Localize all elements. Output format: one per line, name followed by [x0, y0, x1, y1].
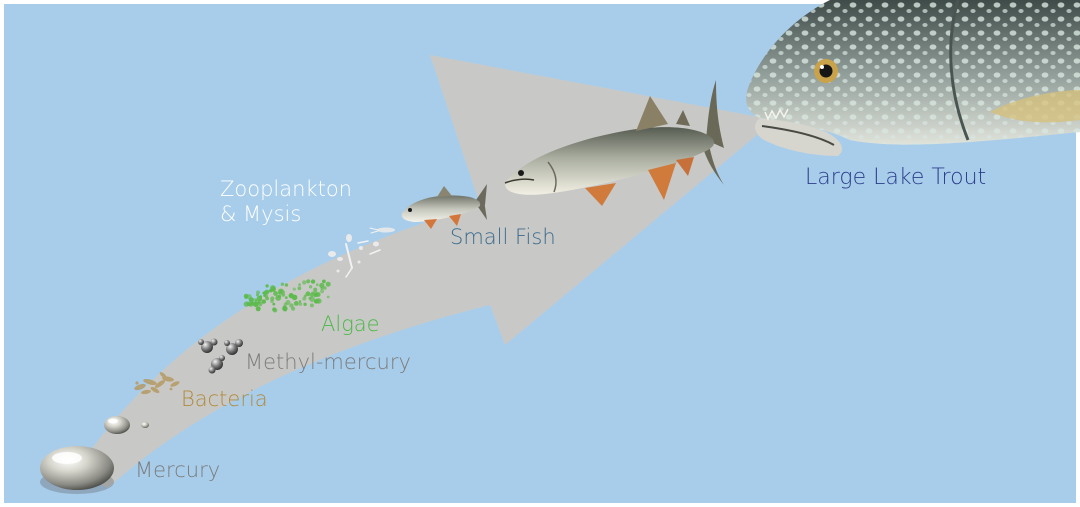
lake-trout-head-icon: [746, 0, 1080, 156]
label-zooplankton: Zooplankton & Mysis: [220, 177, 352, 227]
label-methyl-mercury: Methyl-mercury: [245, 350, 411, 375]
label-bacteria: Bacteria: [181, 387, 268, 412]
label-small-fish: Small Fish: [450, 225, 556, 250]
label-mercury: Mercury: [135, 458, 220, 483]
label-algae: Algae: [321, 312, 380, 337]
label-large-lake-trout: Large Lake Trout: [805, 165, 986, 191]
label-zooplankton-line1: Zooplankton: [220, 177, 352, 202]
label-zooplankton-line2: & Mysis: [220, 202, 352, 227]
